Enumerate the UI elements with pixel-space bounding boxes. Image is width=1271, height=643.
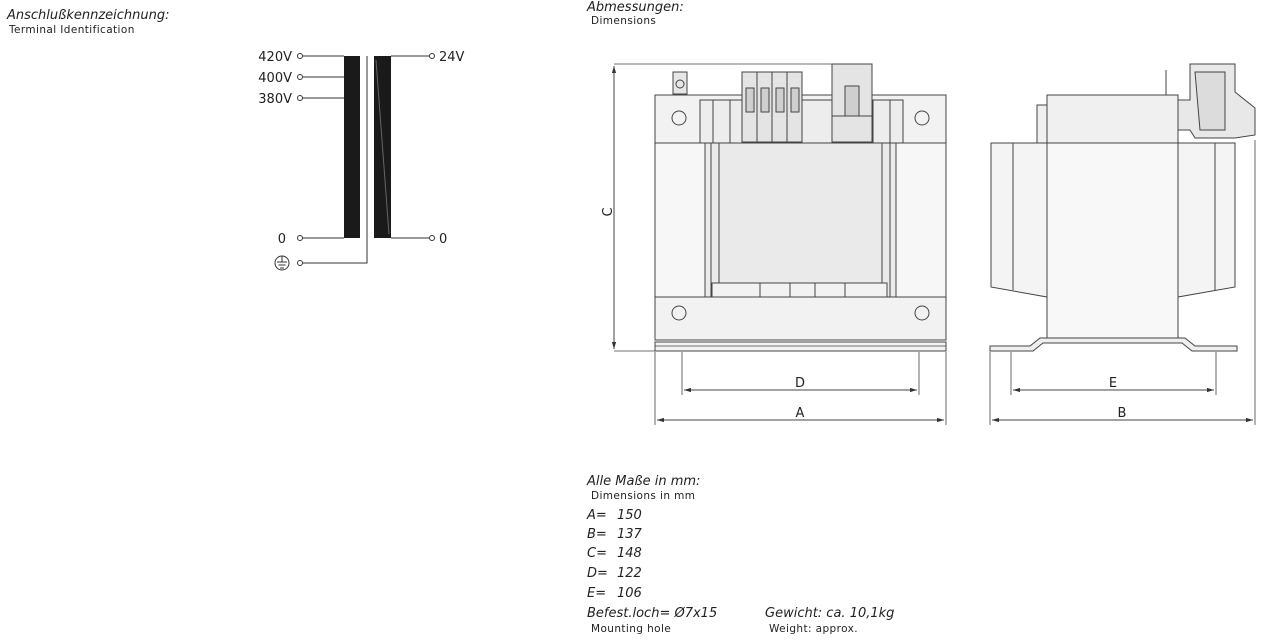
specs-subtitle: Dimensions in mm (591, 490, 696, 502)
tap-380-terminal (297, 95, 303, 101)
dimensions-subtitle: Dimensions (591, 15, 657, 27)
mounting-hole-sublabel: Mounting hole (591, 623, 672, 635)
terminal-subtitle: Terminal Identification (9, 24, 135, 36)
primary-zero-label: 0 (278, 232, 286, 247)
secondary-zero-label: 0 (439, 232, 447, 247)
front-mount-hole-bl (671, 305, 687, 321)
spec-row-d: D=122 (587, 566, 642, 581)
tap-420-terminal (297, 53, 303, 59)
front-mount-hole-tl (671, 110, 687, 126)
front-view (611, 63, 947, 425)
dim-label-a: A (796, 406, 805, 421)
spec-row-a: A=150 (587, 508, 642, 523)
specs-title: Alle Maße in mm: (587, 474, 701, 489)
spec-row-b: B=137 (587, 527, 642, 542)
earth-ground-icon (274, 255, 290, 271)
secondary-24v-label: 24V (439, 50, 465, 65)
tap-400-terminal (297, 74, 303, 80)
secondary-zero-terminal (429, 235, 435, 241)
tap-380-label: 380V (258, 92, 292, 107)
dim-label-d: D (795, 376, 805, 391)
weight-sublabel: Weight: approx. (769, 623, 858, 635)
spec-row-e: E=106 (587, 586, 642, 601)
ground-terminal (297, 260, 303, 266)
weight-label: Gewicht: ca. 10,1kg (765, 606, 895, 621)
secondary-24v-terminal (429, 53, 435, 59)
front-mount-hole-tr (914, 110, 930, 126)
dim-label-b: B (1118, 406, 1127, 421)
dimensions-title: Abmessungen: (587, 0, 684, 15)
side-view (989, 63, 1256, 425)
spec-row-c: C=148 (587, 546, 642, 561)
dim-label-c: C (601, 207, 616, 216)
dim-label-e: E (1109, 376, 1117, 391)
mounting-hole-label: Befest.loch= Ø7x15 (587, 606, 718, 621)
primary-zero-terminal (297, 235, 303, 241)
front-mount-hole-br (914, 305, 930, 321)
tap-400-label: 400V (258, 71, 292, 86)
tap-420-label: 420V (258, 50, 292, 65)
terminal-schematic (297, 53, 435, 266)
terminal-title: Anschlußkennzeichnung: (7, 8, 170, 23)
primary-winding (344, 56, 360, 238)
